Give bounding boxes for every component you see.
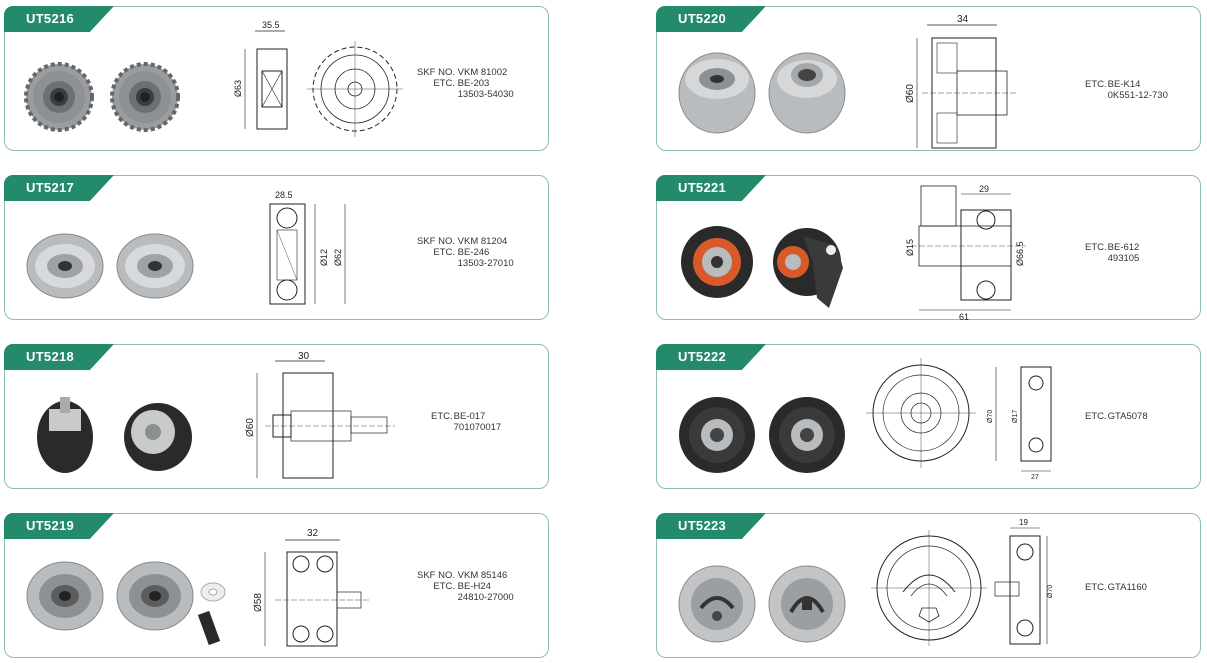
product-card-ut5216: UT5216 35.5 Ø63 SKF NO. VKM 81002 ETC.	[4, 6, 549, 151]
product-code-tab: UT5221	[656, 175, 766, 201]
technical-drawing: 35.5 Ø63	[233, 20, 403, 137]
technical-drawing: Ø70 Ø17 27	[866, 358, 1052, 481]
product-card-ut5218: UT5218 30 Ø60 ETC. BE-017 701070017	[4, 344, 549, 489]
ref-value: VKM 81204	[457, 236, 508, 247]
product-code-tab: UT5219	[4, 513, 114, 539]
ref-value: 24810-27000	[457, 592, 514, 603]
product-photo-grooved-pulleys	[679, 397, 845, 473]
ref-value: BE-017	[453, 411, 486, 422]
ref-label: ETC.	[433, 581, 455, 592]
product-code-tab: UT5218	[4, 344, 114, 370]
ref-value: 493105	[1107, 253, 1140, 264]
ref-value: GTA1160	[1107, 582, 1147, 593]
ref-value: BE-612	[1107, 242, 1140, 253]
cross-reference-list: SKF NO. VKM 81204 ETC. BE-246 13503-2701…	[411, 236, 514, 269]
ref-label: ETC.	[1085, 582, 1107, 593]
dim-diameter: Ø63	[233, 80, 243, 97]
product-card-ut5217: UT5217 28.5 Ø12 Ø62 SKF NO. VKM 81204 ET…	[4, 175, 549, 320]
technical-drawing: 28.5 Ø12 Ø62	[269, 190, 346, 305]
ref-value: VKM 85146	[457, 570, 508, 581]
product-code-tab: UT5223	[656, 513, 766, 539]
ref-label: ETC.	[431, 411, 453, 422]
technical-drawing: 32 Ø58	[253, 528, 370, 647]
product-code: UT5221	[678, 180, 727, 195]
dim-diameter: Ø60	[905, 84, 916, 103]
product-photo-idlers	[678, 52, 846, 134]
cross-reference-list: ETC. BE-612 493105	[1085, 242, 1139, 264]
product-code: UT5223	[678, 518, 727, 533]
cross-reference-list: ETC. GTA5078	[1085, 411, 1148, 422]
ref-label: SKF NO.	[416, 570, 455, 581]
ref-value: VKM 81002	[457, 67, 508, 78]
product-code-tab: UT5217	[4, 175, 114, 201]
cross-reference-list: SKF NO. VKM 81002 ETC. BE-203 13503-5403…	[411, 67, 514, 100]
ref-value: GTA5078	[1107, 411, 1148, 422]
dim-diameter: Ø62	[333, 249, 343, 266]
dim-bore: Ø17	[1012, 410, 1019, 423]
ref-value: 701070017	[453, 422, 502, 433]
product-photo-tensioners	[681, 226, 843, 308]
dim-width: 35.5	[262, 20, 280, 30]
dim-diameter: Ø70	[1047, 585, 1054, 598]
dim-width: 32	[307, 528, 319, 539]
dim-width: 34	[957, 14, 969, 25]
product-photo-steel-pulleys	[678, 565, 846, 643]
dim-width: 29	[979, 184, 989, 194]
dim-diameter: Ø66.5	[1015, 241, 1025, 266]
ref-label: ETC.	[433, 247, 455, 258]
ref-value: 13503-54030	[457, 89, 514, 100]
product-code: UT5222	[678, 349, 727, 364]
dim-bore: Ø12	[319, 249, 329, 266]
product-photo-idler-pulleys	[26, 233, 194, 299]
cross-reference-list: ETC. BE-K14 0K551-12-730	[1085, 79, 1168, 101]
dim-length: 61	[959, 312, 969, 322]
technical-drawing: 30 Ø60	[245, 351, 395, 479]
dim-width: 27	[1031, 474, 1039, 481]
product-card-ut5220: UT5220 34 Ø60 ETC. BE-K14 0K551-12-730	[656, 6, 1201, 151]
product-code: UT5216	[26, 11, 75, 26]
dim-width: 19	[1019, 518, 1028, 527]
technical-drawing: 29 Ø15 Ø66.5 61	[905, 184, 1026, 322]
ref-value: BE-246	[457, 247, 490, 258]
product-code: UT5217	[26, 180, 75, 195]
cross-reference-list: ETC. GTA1160	[1085, 582, 1147, 593]
dim-diameter: Ø70	[987, 410, 994, 423]
product-code-tab: UT5220	[656, 6, 766, 32]
product-code: UT5218	[26, 349, 75, 364]
ref-value: BE-H24	[457, 581, 491, 592]
cross-reference-list: ETC. BE-017 701070017	[431, 411, 501, 433]
ref-label: SKF NO.	[416, 236, 455, 247]
ref-value: 0K551-12-730	[1107, 90, 1168, 101]
ref-label: ETC.	[433, 78, 455, 89]
product-code-tab: UT5216	[4, 6, 114, 32]
ref-label: SKF NO.	[416, 67, 455, 78]
product-photo-tensioners	[37, 397, 192, 473]
product-card-ut5222: UT5222 Ø70 Ø17 27 ETC. GTA5078	[656, 344, 1201, 489]
ref-value: BE-203	[457, 78, 490, 89]
dim-width: 28.5	[275, 190, 293, 200]
technical-drawing: 34 Ø60	[905, 14, 1017, 149]
ref-value: BE-K14	[1107, 79, 1141, 90]
product-code-tab: UT5222	[656, 344, 766, 370]
product-photo-idlers-with-bolt	[26, 561, 226, 646]
product-code: UT5220	[678, 11, 727, 26]
dim-diameter: Ø58	[253, 593, 264, 612]
dim-bore: Ø15	[905, 239, 915, 256]
ref-label: ETC.	[1085, 411, 1107, 422]
product-code: UT5219	[26, 518, 75, 533]
cross-reference-list: SKF NO. VKM 85146 ETC. BE-H24 24810-2700…	[411, 570, 514, 603]
technical-drawing: 19 Ø70	[871, 518, 1054, 646]
ref-value: 13503-27010	[457, 258, 514, 269]
ref-label: ETC.	[1085, 79, 1107, 90]
dim-width: 30	[298, 351, 310, 362]
product-card-ut5219: UT5219 32 Ø58 SKF NO. VKM 85146 ETC. BE-…	[4, 513, 549, 658]
product-card-ut5223: UT5223 19 Ø70 ETC. GTA	[656, 513, 1201, 658]
product-card-ut5221: UT5221 29 Ø15 Ø66.5 61 ETC. BE-612 49310…	[656, 175, 1201, 322]
dim-diameter: Ø60	[245, 418, 256, 437]
product-photo-gear-pulleys	[24, 62, 180, 132]
ref-label: ETC.	[1085, 242, 1107, 253]
